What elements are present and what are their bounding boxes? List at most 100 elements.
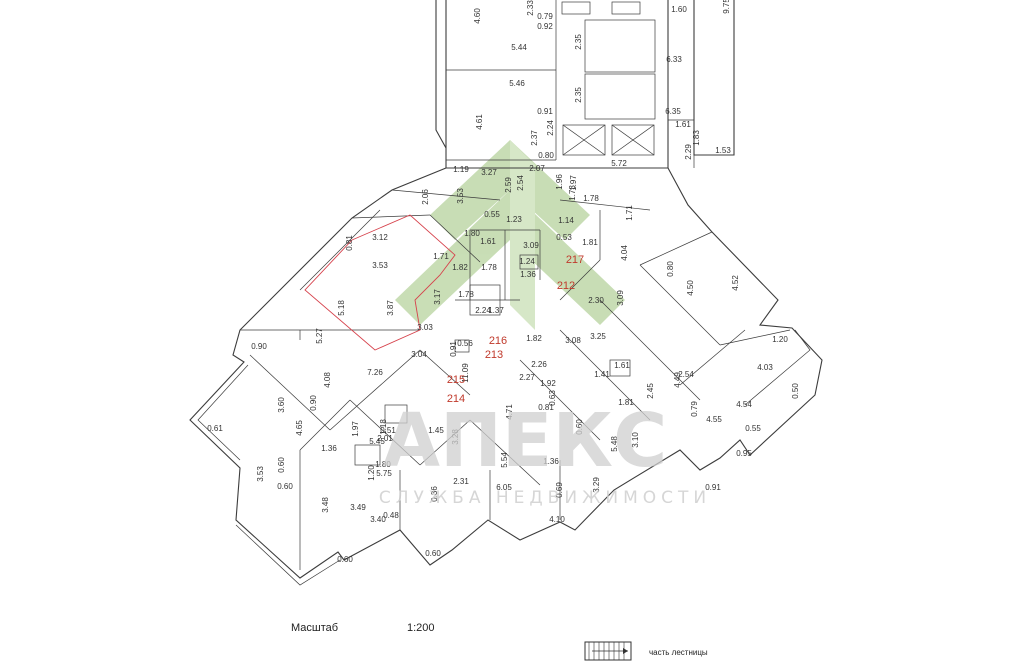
- dimension-label: 1.61: [675, 120, 691, 129]
- dimension-label: 2.01: [377, 434, 393, 443]
- dimension-label: 4.03: [757, 363, 773, 372]
- dimension-label: 2.07: [529, 164, 545, 173]
- apartment-number: 212: [557, 280, 575, 292]
- dimension-label: 5.54: [500, 452, 509, 468]
- dimension-label: 3.60: [277, 397, 286, 413]
- dimension-label: 3.03: [417, 323, 433, 332]
- dimension-label: 0.90: [251, 342, 267, 351]
- dimension-label: 4.54: [736, 400, 752, 409]
- dimension-label: 2.33: [526, 0, 535, 16]
- dimension-label: 3.12: [372, 233, 388, 242]
- dimension-label: 1.36: [543, 457, 559, 466]
- dimension-label: 1.19: [453, 165, 469, 174]
- dimension-label: 4.71: [505, 404, 514, 420]
- dimension-label: 1.96: [555, 174, 564, 190]
- dimension-label: 0.48: [383, 511, 399, 520]
- dimension-label: 2.35: [574, 87, 583, 103]
- dimension-label: 5.75: [376, 469, 392, 478]
- dimension-label: 1.23: [506, 215, 522, 224]
- dimension-label: 3.49: [350, 503, 366, 512]
- dimension-label: 1.18: [379, 419, 388, 435]
- dimension-label: 6.05: [496, 483, 512, 492]
- dimension-label: 0.91: [537, 107, 553, 116]
- dimension-label: 1.83: [692, 130, 701, 146]
- dimension-label: 0.92: [537, 22, 553, 31]
- dimension-label: 2.30: [588, 296, 604, 305]
- dimension-label: 1.80: [464, 229, 480, 238]
- dimension-label: 6.35: [665, 107, 681, 116]
- dimension-label: 3.53: [456, 188, 465, 204]
- apartment-number: 213: [485, 349, 503, 361]
- dimension-label: 1.97: [351, 421, 360, 437]
- dimension-label: 5.48: [610, 436, 619, 452]
- dimension-label: 0.60: [575, 419, 584, 435]
- dimension-label: 1.73: [568, 185, 577, 201]
- dimension-label: 1.71: [625, 205, 634, 221]
- dimension-label: 4.50: [686, 280, 695, 296]
- dimension-label: 1.81: [582, 238, 598, 247]
- dimension-label: 3.40: [370, 515, 386, 524]
- dimension-label: 2.29: [684, 144, 693, 160]
- dimension-label: 4.49: [673, 372, 682, 388]
- dimension-label: 0.61: [207, 424, 223, 433]
- dimension-label: 2.37: [530, 130, 539, 146]
- dimension-label: 1.82: [526, 334, 542, 343]
- dimension-label: 0.79: [690, 401, 699, 417]
- dimension-label: 1.71: [433, 252, 449, 261]
- dimension-label: 0.95: [736, 449, 752, 458]
- stair-legend-icon: [584, 641, 632, 661]
- watermark-brand: АПЕКС: [383, 398, 668, 484]
- dimension-label: 9.75: [722, 0, 731, 14]
- dimension-label: 1.20: [367, 465, 376, 481]
- dimension-label: 4.52: [731, 275, 740, 291]
- dimension-label: 5.18: [337, 300, 346, 316]
- dimension-label: 5.44: [511, 43, 527, 52]
- dimension-label: 1.81: [618, 398, 634, 407]
- dimension-label: 0.81: [538, 403, 554, 412]
- dimension-label: 0.81: [345, 235, 354, 251]
- dimension-label: 5.46: [509, 79, 525, 88]
- scale-label: Масштаб: [291, 622, 339, 634]
- dimension-label: 4.61: [475, 114, 484, 130]
- dimension-label: 2.06: [421, 189, 430, 205]
- dimension-label: 2.45: [646, 383, 655, 399]
- dimension-label: 3.53: [256, 466, 265, 482]
- dimension-label: 3.27: [481, 168, 497, 177]
- apartment-number: 216: [489, 335, 507, 347]
- dimension-label: 3.10: [631, 432, 640, 448]
- dimension-label: 2.26: [531, 360, 547, 369]
- dimension-label: 1.20: [772, 335, 788, 344]
- watermark-tagline: СЛУЖБА НЕДВИЖИМОСТИ: [379, 488, 711, 508]
- dimension-label: 2.27: [519, 373, 535, 382]
- dimension-label: 0.79: [537, 12, 553, 21]
- dimension-label: 0.60: [337, 555, 353, 564]
- dimension-label: 4.65: [295, 420, 304, 436]
- dimension-label: 1.78: [583, 194, 599, 203]
- dimension-label: 0.60: [425, 549, 441, 558]
- dimension-label: 1.37: [488, 306, 504, 315]
- north-block: [435, 0, 735, 169]
- dimension-label: 3.48: [321, 497, 330, 513]
- dimension-label: 5.45: [369, 437, 385, 446]
- dimension-label: 1.60: [671, 5, 687, 14]
- interior-walls: [240, 189, 791, 570]
- dimension-label: 0.69: [555, 482, 564, 498]
- dimension-label: 1.61: [480, 237, 496, 246]
- dimension-label: 4.60: [473, 8, 482, 24]
- dimension-label: 1.14: [558, 216, 574, 225]
- apartment-number: 214: [447, 393, 465, 405]
- dimension-label: 2.31: [453, 477, 469, 486]
- dimension-label: 4.55: [706, 415, 722, 424]
- dimension-label: 0.80: [666, 261, 675, 277]
- dimension-label: 0.63: [548, 390, 557, 406]
- dimension-label: 11.09: [461, 363, 470, 383]
- dimension-label: 1.41: [594, 370, 610, 379]
- dimension-label: 5.72: [611, 159, 627, 168]
- apartment-number: 217: [566, 254, 584, 266]
- dimension-label: 2.54: [678, 370, 694, 379]
- dimension-label: 1.24: [519, 257, 535, 266]
- dimension-label: 0.56: [457, 339, 473, 348]
- dimension-label: 3.04: [411, 350, 427, 359]
- dimension-label: 1.61: [614, 361, 630, 370]
